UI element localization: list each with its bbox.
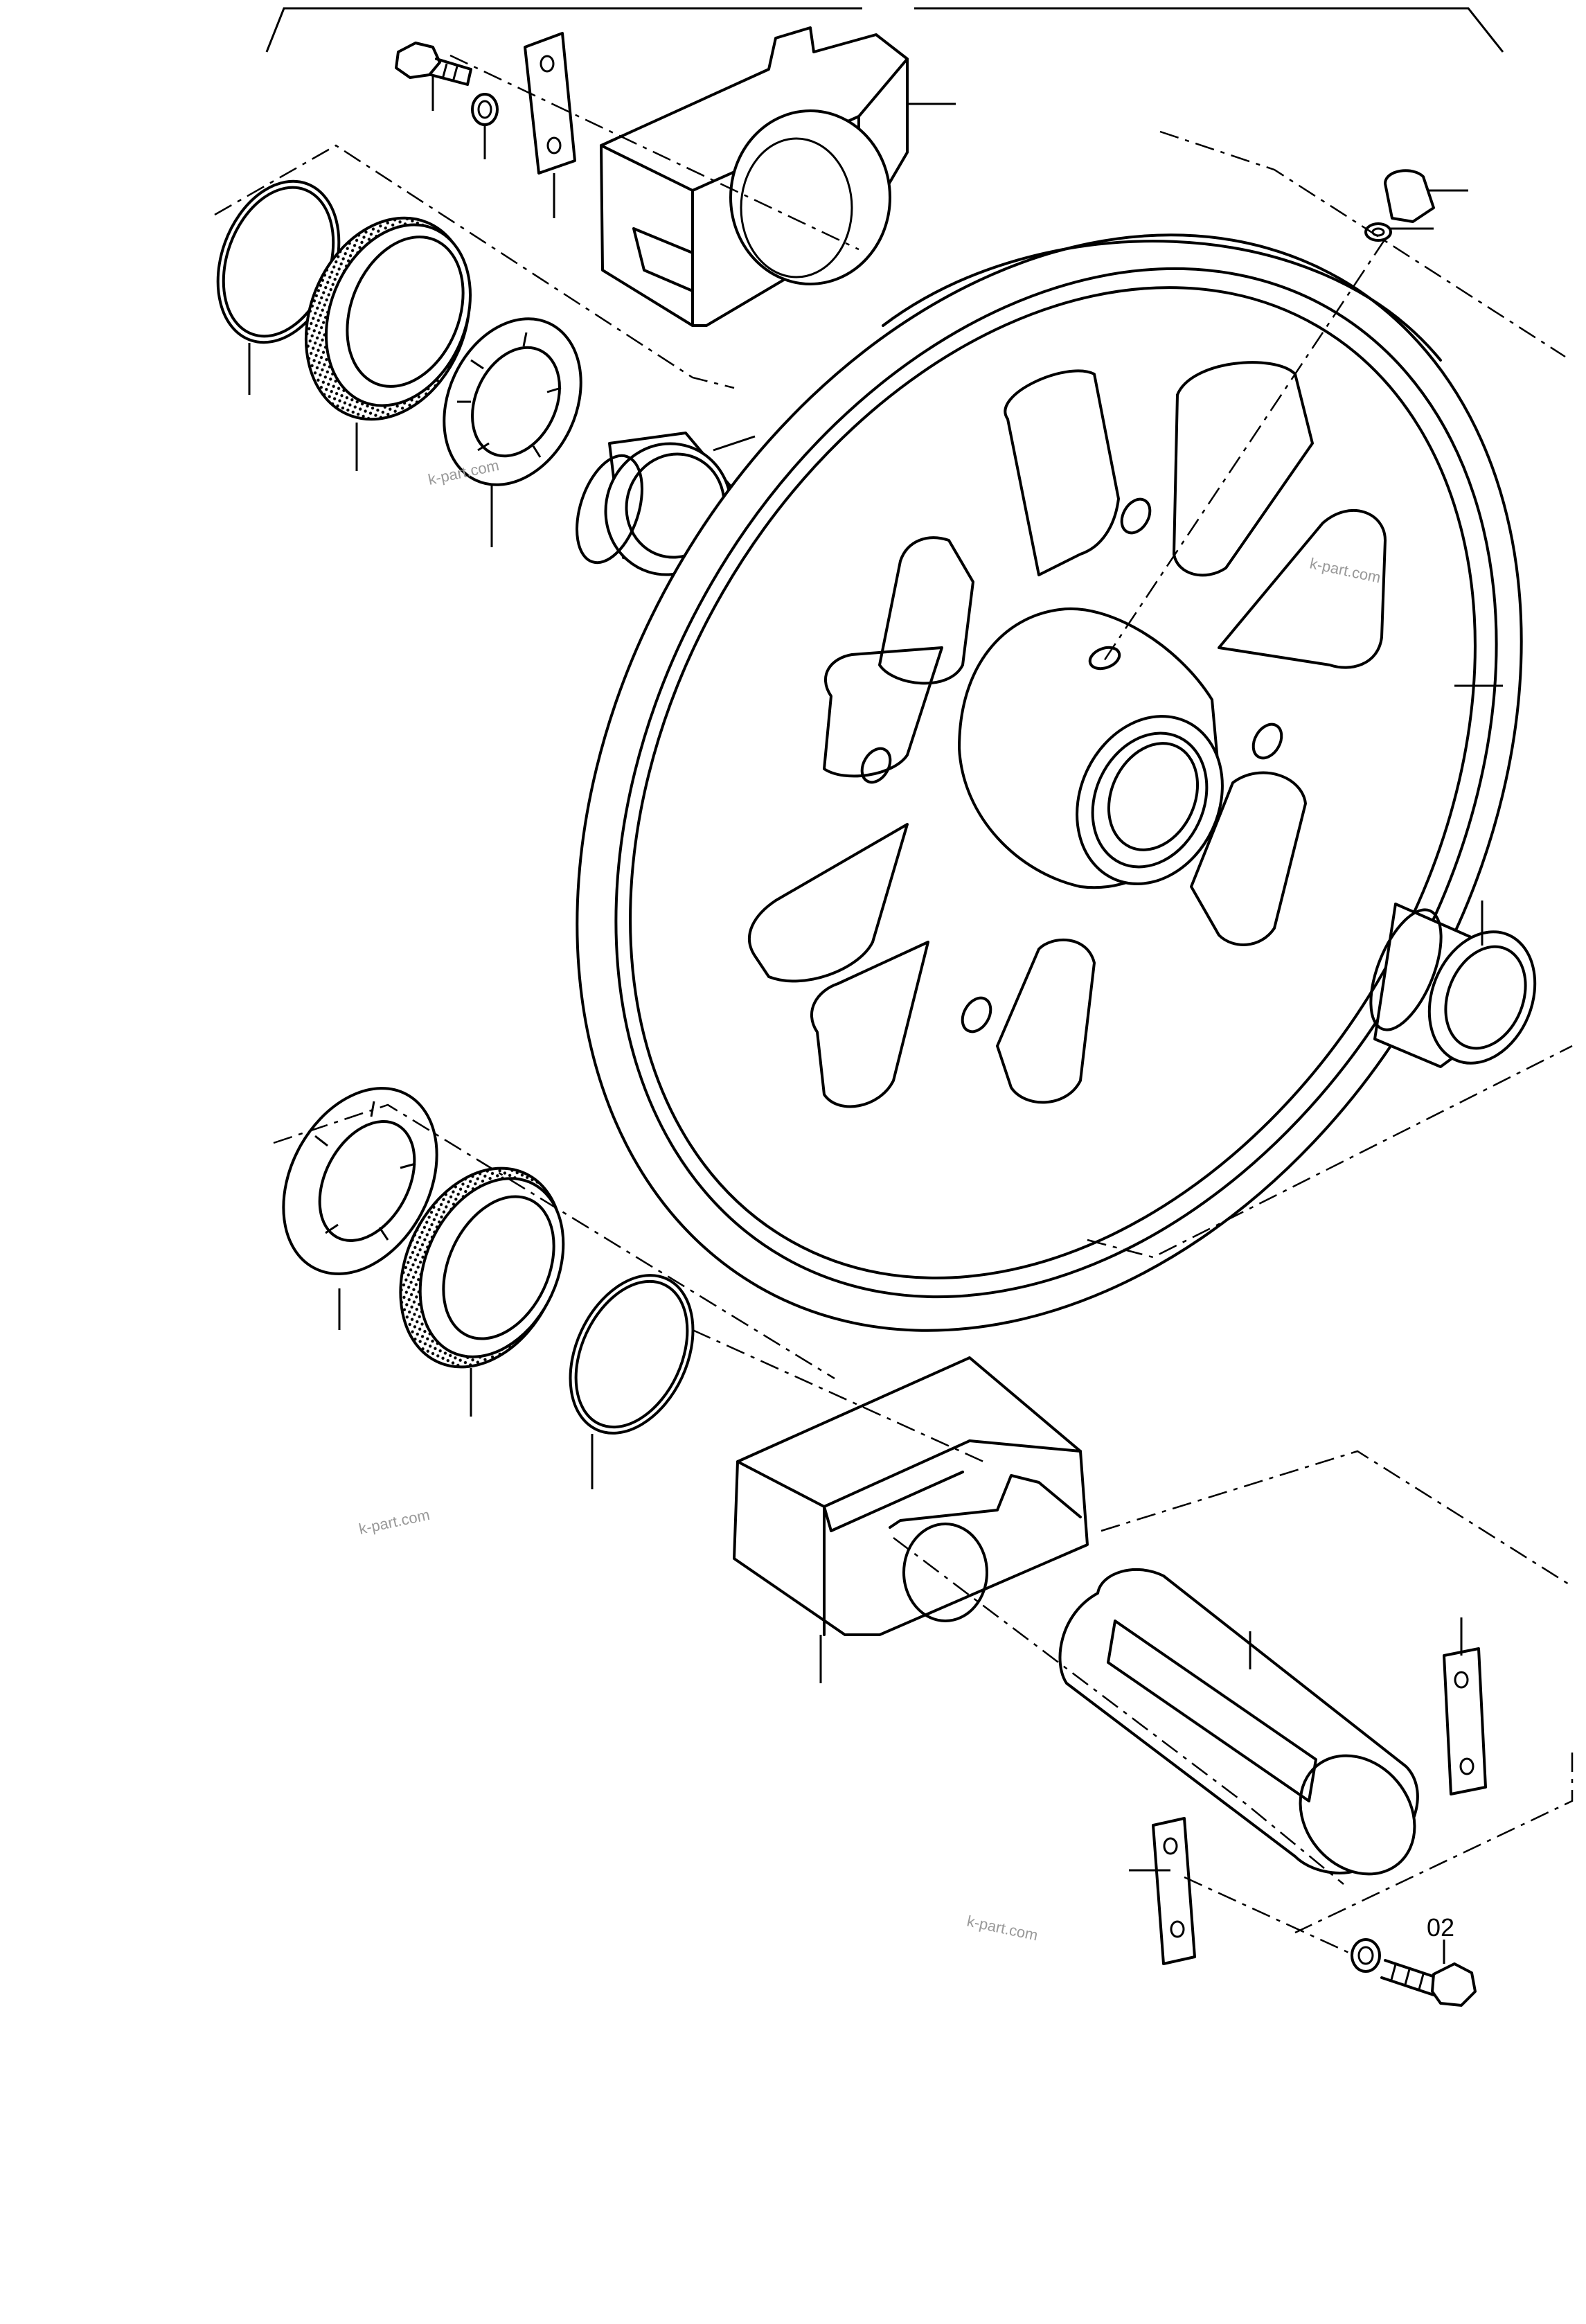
left-lock-plate (1152, 1817, 1196, 1965)
lower-o-ring (569, 1274, 695, 1435)
right-lock-plate (1443, 1647, 1487, 1795)
upper-bolt (395, 42, 472, 86)
idler-pin (1058, 1568, 1419, 1876)
lower-bracket (733, 1356, 1089, 1636)
watermark-4: k-part.com (965, 1912, 1040, 1944)
idler-wheel (576, 233, 1523, 1332)
callout-02: 02 (1427, 1913, 1454, 1942)
assembly-lines (214, 54, 1574, 1955)
upper-seal (304, 216, 472, 421)
upper-lock-plate (524, 32, 576, 175)
right-bushing (1369, 903, 1537, 1068)
watermark-3: k-part.com (357, 1506, 431, 1538)
top-frame-outline (265, 7, 1504, 53)
fill-plug (1364, 169, 1435, 242)
lower-seal (399, 1167, 565, 1369)
leader-lines (248, 76, 1503, 1964)
lower-thrust-washer (282, 1087, 438, 1275)
lower-bolt (1380, 1959, 1477, 2007)
lower-washer (1351, 1938, 1381, 1973)
upper-bracket (600, 26, 909, 327)
upper-washer (471, 93, 499, 126)
upper-thrust-washer (443, 317, 582, 486)
